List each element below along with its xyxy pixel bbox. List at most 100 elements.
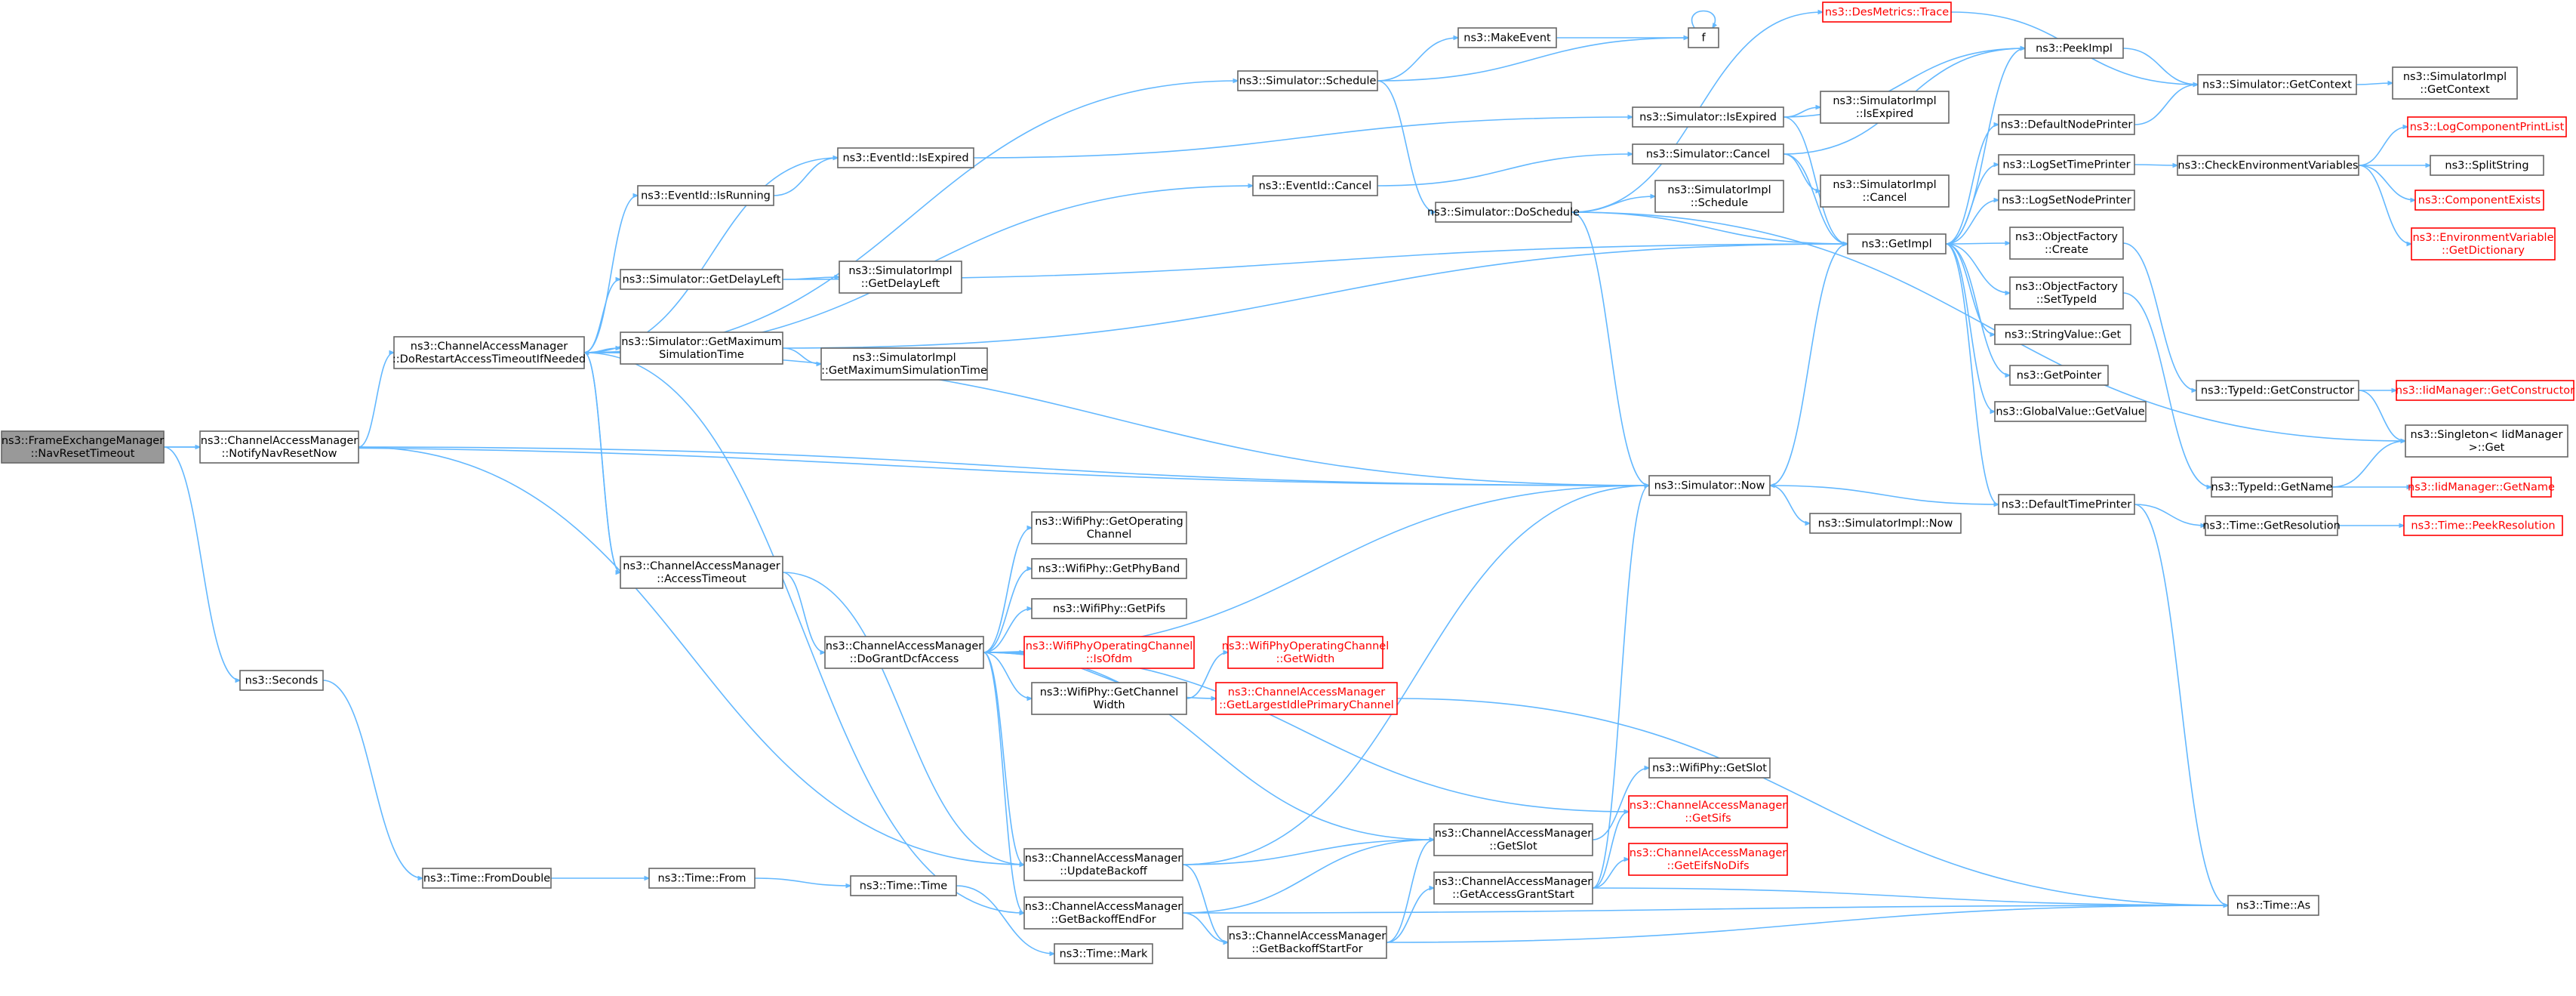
node-ns3-wifiphyoperatingchannel-getwidth[interactable]: ns3::WifiPhyOperatingChannel::GetWidth	[1222, 636, 1389, 669]
edge-path	[358, 446, 1024, 865]
node-ns3-wifiphyoperatingchannel-isofdm[interactable]: ns3::WifiPhyOperatingChannel::IsOfdm	[1023, 636, 1195, 669]
node-label: ::NotifyNavResetNow	[221, 448, 337, 460]
node-ns3-logcomponentprintlist[interactable]: ns3::LogComponentPrintList	[2407, 116, 2567, 137]
node-ns3-peekimpl[interactable]: ns3::PeekImpl	[2024, 38, 2124, 59]
node-ns3-stringvalue-get[interactable]: ns3::StringValue::Get	[1994, 324, 2131, 345]
node-ns3-channelaccessmanager-getaccessgrantstart[interactable]: ns3::ChannelAccessManager::GetAccessGran…	[1433, 871, 1593, 905]
edge-path	[1571, 211, 1848, 244]
node-ns3-desmetrics-trace[interactable]: ns3::DesMetrics::Trace	[1822, 2, 1952, 23]
node-ns3-time-peekresolution[interactable]: ns3::Time::PeekResolution	[2403, 515, 2563, 536]
node-ns3-splitstring[interactable]: ns3::SplitString	[2430, 155, 2544, 176]
node-ns3-channelaccessmanager-getsifs[interactable]: ns3::ChannelAccessManager::GetSifs	[1628, 795, 1788, 828]
node-ns3-defaultnodeprinter[interactable]: ns3::DefaultNodePrinter	[1998, 114, 2135, 135]
node-ns3-simulator-getcontext[interactable]: ns3::Simulator::GetContext	[2197, 74, 2357, 95]
node-box	[1433, 823, 1593, 856]
node-ns3-simulatorimpl-isexpired[interactable]: ns3::SimulatorImpl::IsExpired	[1820, 91, 1950, 124]
node-ns3-seconds[interactable]: ns3::Seconds	[239, 670, 324, 691]
node-ns3-getimpl[interactable]: ns3::GetImpl	[1847, 233, 1947, 254]
node-box	[1994, 401, 2147, 422]
node-box	[2197, 74, 2357, 95]
node-ns3-time-mark[interactable]: ns3::Time::Mark	[1054, 943, 1153, 964]
node-ns3-channelaccessmanager-updatebackoff[interactable]: ns3::ChannelAccessManager::UpdateBackoff	[1023, 848, 1183, 881]
node-ns3-channelaccessmanager-dorestartaccesstimeoutifneeded[interactable]: ns3::ChannelAccessManager::DoRestartAcce…	[392, 336, 586, 369]
edge-path	[1945, 243, 2010, 375]
edge-path	[1770, 486, 1999, 505]
node-ns3-iidmanager-getname[interactable]: ns3::IidManager::GetName	[2408, 476, 2555, 498]
node-ns3-logsettimeprinter[interactable]: ns3::LogSetTimePrinter	[1998, 154, 2135, 175]
node-ns3-channelaccessmanager-accesstimeout[interactable]: ns3::ChannelAccessManager::AccessTimeout	[620, 556, 783, 589]
node-ns3-eventid-isrunning[interactable]: ns3::EventId::IsRunning	[637, 185, 774, 206]
node-box	[1023, 848, 1183, 881]
node-ns3-defaulttimeprinter[interactable]: ns3::DefaultTimePrinter	[1998, 494, 2135, 515]
node-ns3-getpointer[interactable]: ns3::GetPointer	[2009, 365, 2109, 386]
edge-path	[1783, 153, 1848, 244]
node-label: Channel	[1087, 529, 1132, 541]
node-ns3-channelaccessmanager-getbackoffstartfor[interactable]: ns3::ChannelAccessManager::GetBackoffSta…	[1227, 926, 1387, 959]
node-ns3-time-getresolution[interactable]: ns3::Time::GetResolution	[2202, 515, 2341, 536]
node-ns3-simulatorimpl-now[interactable]: ns3::SimulatorImpl::Now	[1809, 513, 1962, 534]
node-ns3-simulatorimpl-schedule[interactable]: ns3::SimulatorImpl::Schedule	[1654, 180, 1784, 213]
edge-n54-to-n69	[2134, 504, 2228, 905]
node-ns3-typeid-getname[interactable]: ns3::TypeId::GetName	[2211, 476, 2333, 498]
edge-n15-to-n25	[983, 652, 1434, 840]
node-ns3-channelaccessmanager-getslot[interactable]: ns3::ChannelAccessManager::GetSlot	[1433, 823, 1593, 856]
node-ns3-frameexchangemanager-navresettimeout[interactable]: ns3::FrameExchangeManager::NavResetTimeo…	[1, 430, 165, 464]
node-ns3-simulatorimpl-cancel[interactable]: ns3::SimulatorImpl::Cancel	[1820, 174, 1950, 208]
node-ns3-wifiphy-getslot[interactable]: ns3::WifiPhy::GetSlot	[1648, 757, 1771, 779]
node-ns3-simulator-doschedule[interactable]: ns3::Simulator::DoSchedule	[1427, 202, 1580, 223]
node-ns3-wifiphy-getpifs[interactable]: ns3::WifiPhy::GetPifs	[1031, 598, 1187, 619]
node-ns3-simulatorimpl-getdelayleft[interactable]: ns3::SimulatorImpl::GetDelayLeft	[839, 261, 962, 294]
node-ns3-simulator-cancel[interactable]: ns3::Simulator::Cancel	[1632, 143, 1784, 165]
edge-path	[983, 652, 1024, 913]
node-ns3-singleton-iidmanager-get[interactable]: ns3::Singleton< IidManager>::Get	[2405, 424, 2568, 458]
node-ns3-time-time[interactable]: ns3::Time::Time	[850, 875, 957, 896]
node-ns3-iidmanager-getconstructor[interactable]: ns3::IidManager::GetConstructor	[2396, 380, 2574, 401]
edge-n55-to-n56	[2356, 83, 2393, 85]
node-ns3-wifiphy-getphyband[interactable]: ns3::WifiPhy::GetPhyBand	[1031, 558, 1187, 579]
node-ns3-channelaccessmanager-getbackoffendfor[interactable]: ns3::ChannelAccessManager::GetBackoffEnd…	[1023, 896, 1183, 930]
node-ns3-simulatorimpl-getcontext[interactable]: ns3::SimulatorImpl::GetContext	[2392, 66, 2518, 100]
node-label: ::NavResetTimeout	[31, 448, 135, 460]
edge-n15-to-n17	[983, 569, 1032, 653]
node-ns3-channelaccessmanager-getlargestidleprimarychannel[interactable]: ns3::ChannelAccessManager::GetLargestIdl…	[1215, 682, 1398, 715]
node-ns3-simulator-schedule[interactable]: ns3::Simulator::Schedule	[1237, 70, 1378, 91]
node-ns3-checkenvironmentvariables[interactable]: ns3::CheckEnvironmentVariables	[2177, 155, 2359, 176]
node-ns3-typeid-getconstructor[interactable]: ns3::TypeId::GetConstructor	[2196, 380, 2359, 401]
node-ns3-objectfactory-create[interactable]: ns3::ObjectFactory::Create	[2009, 227, 2124, 260]
node-ns3-simulator-now[interactable]: ns3::Simulator::Now	[1648, 475, 1771, 496]
node-f[interactable]: f	[1688, 27, 1719, 48]
node-ns3-logsetnodeprinter[interactable]: ns3::LogSetNodePrinter	[1998, 190, 2135, 211]
node-ns3-simulator-isexpired[interactable]: ns3::Simulator::IsExpired	[1632, 106, 1784, 128]
node-label: ns3::WifiPhyOperatingChannel	[1222, 640, 1389, 652]
node-ns3-eventid-isexpired[interactable]: ns3::EventId::IsExpired	[837, 147, 974, 168]
edge-n3-to-n4	[583, 81, 1238, 353]
node-box	[1998, 190, 2135, 211]
edge-n54-to-n35	[1770, 486, 1999, 505]
node-label: ns3::ChannelAccessManager	[201, 435, 359, 447]
node-ns3-time-from[interactable]: ns3::Time::From	[648, 868, 756, 889]
node-ns3-channelaccessmanager-geteifsnodifs[interactable]: ns3::ChannelAccessManager::GetEifsNoDifs	[1628, 843, 1788, 876]
node-label: ns3::SimulatorImpl	[852, 352, 956, 364]
edge-path	[2122, 48, 2198, 85]
node-ns3-channelaccessmanager-dograntdcfaccess[interactable]: ns3::ChannelAccessManager::DoGrantDcfAcc…	[824, 636, 984, 669]
node-ns3-environmentvariable-getdictionary[interactable]: ns3::EnvironmentVariable::GetDictionary	[2411, 227, 2556, 261]
node-ns3-eventid-cancel[interactable]: ns3::EventId::Cancel	[1252, 175, 1378, 196]
edge-n2-to-n31	[322, 680, 423, 878]
node-ns3-componentexists[interactable]: ns3::ComponentExists	[2414, 190, 2544, 211]
node-ns3-time-as[interactable]: ns3::Time::As	[2227, 895, 2319, 916]
node-ns3-simulator-getdelayleft[interactable]: ns3::Simulator::GetDelayLeft	[620, 269, 783, 290]
edge-path	[1386, 905, 2228, 943]
node-ns3-globalvalue-getvalue[interactable]: ns3::GlobalValue::GetValue	[1994, 401, 2147, 422]
edge-n62-to-n64	[2358, 390, 2405, 441]
node-ns3-simulator-getmaximum-simulationtime[interactable]: ns3::Simulator::GetMaximumSimulationTime	[620, 331, 783, 365]
node-ns3-objectfactory-settypeid[interactable]: ns3::ObjectFactory::SetTypeId	[2009, 276, 2124, 310]
node-label: ns3::Simulator::GetDelayLeft	[623, 274, 781, 286]
node-label: ns3::SimulatorImpl	[1667, 184, 1771, 196]
node-ns3-simulatorimpl-getmaximumsimulationtime[interactable]: ns3::SimulatorImpl::GetMaximumSimulation…	[820, 347, 988, 381]
node-ns3-makeevent[interactable]: ns3::MakeEvent	[1457, 27, 1557, 48]
edge-n8-to-n7	[773, 158, 838, 196]
node-ns3-time-fromdouble[interactable]: ns3::Time::FromDouble	[422, 868, 552, 889]
node-ns3-channelaccessmanager-notifynavresetnow[interactable]: ns3::ChannelAccessManager::NotifyNavRese…	[199, 430, 359, 464]
